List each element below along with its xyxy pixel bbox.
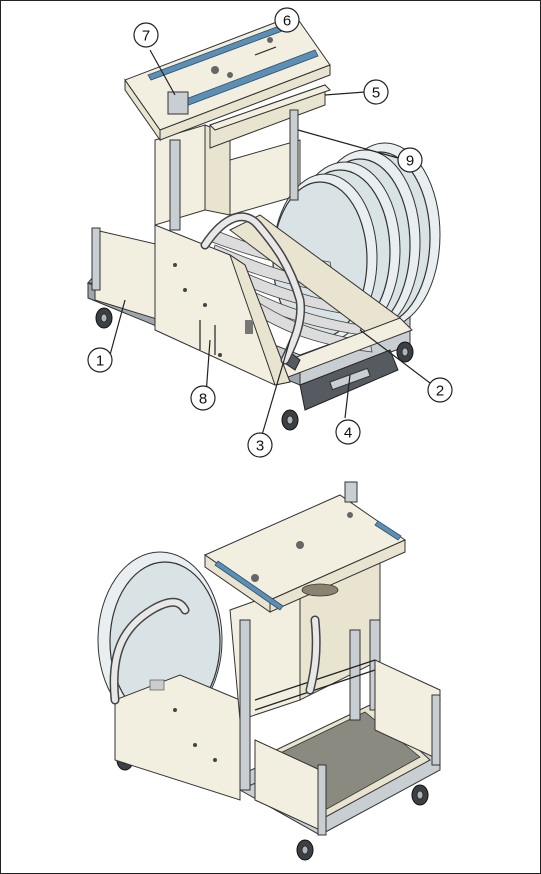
callout-8: 8 [191,386,215,410]
callout-1: 1 [88,348,112,372]
svg-text:5: 5 [372,85,380,102]
callout-6: 6 [275,8,299,32]
svg-text:4: 4 [344,425,352,442]
callout-3: 3 [248,433,272,457]
bracket [168,92,188,114]
callout-2: 2 [428,378,452,402]
svg-text:7: 7 [142,28,150,45]
rear-left-panel [95,230,160,320]
callout-7: 7 [134,23,158,47]
rear-bracket [345,482,357,502]
svg-text:6: 6 [283,13,291,30]
svg-text:9: 9 [406,153,414,170]
svg-text:3: 3 [256,438,264,455]
bottom-cart-view [98,482,440,860]
callout-9: 9 [398,148,422,172]
svg-text:2: 2 [436,383,444,400]
callout-4: 4 [336,420,360,444]
top-cart-view [88,15,440,430]
rear-side-panel [115,675,240,800]
svg-text:1: 1 [96,353,104,370]
guide-post [290,110,298,200]
callout-5: 5 [364,80,388,104]
svg-text:8: 8 [199,391,207,408]
